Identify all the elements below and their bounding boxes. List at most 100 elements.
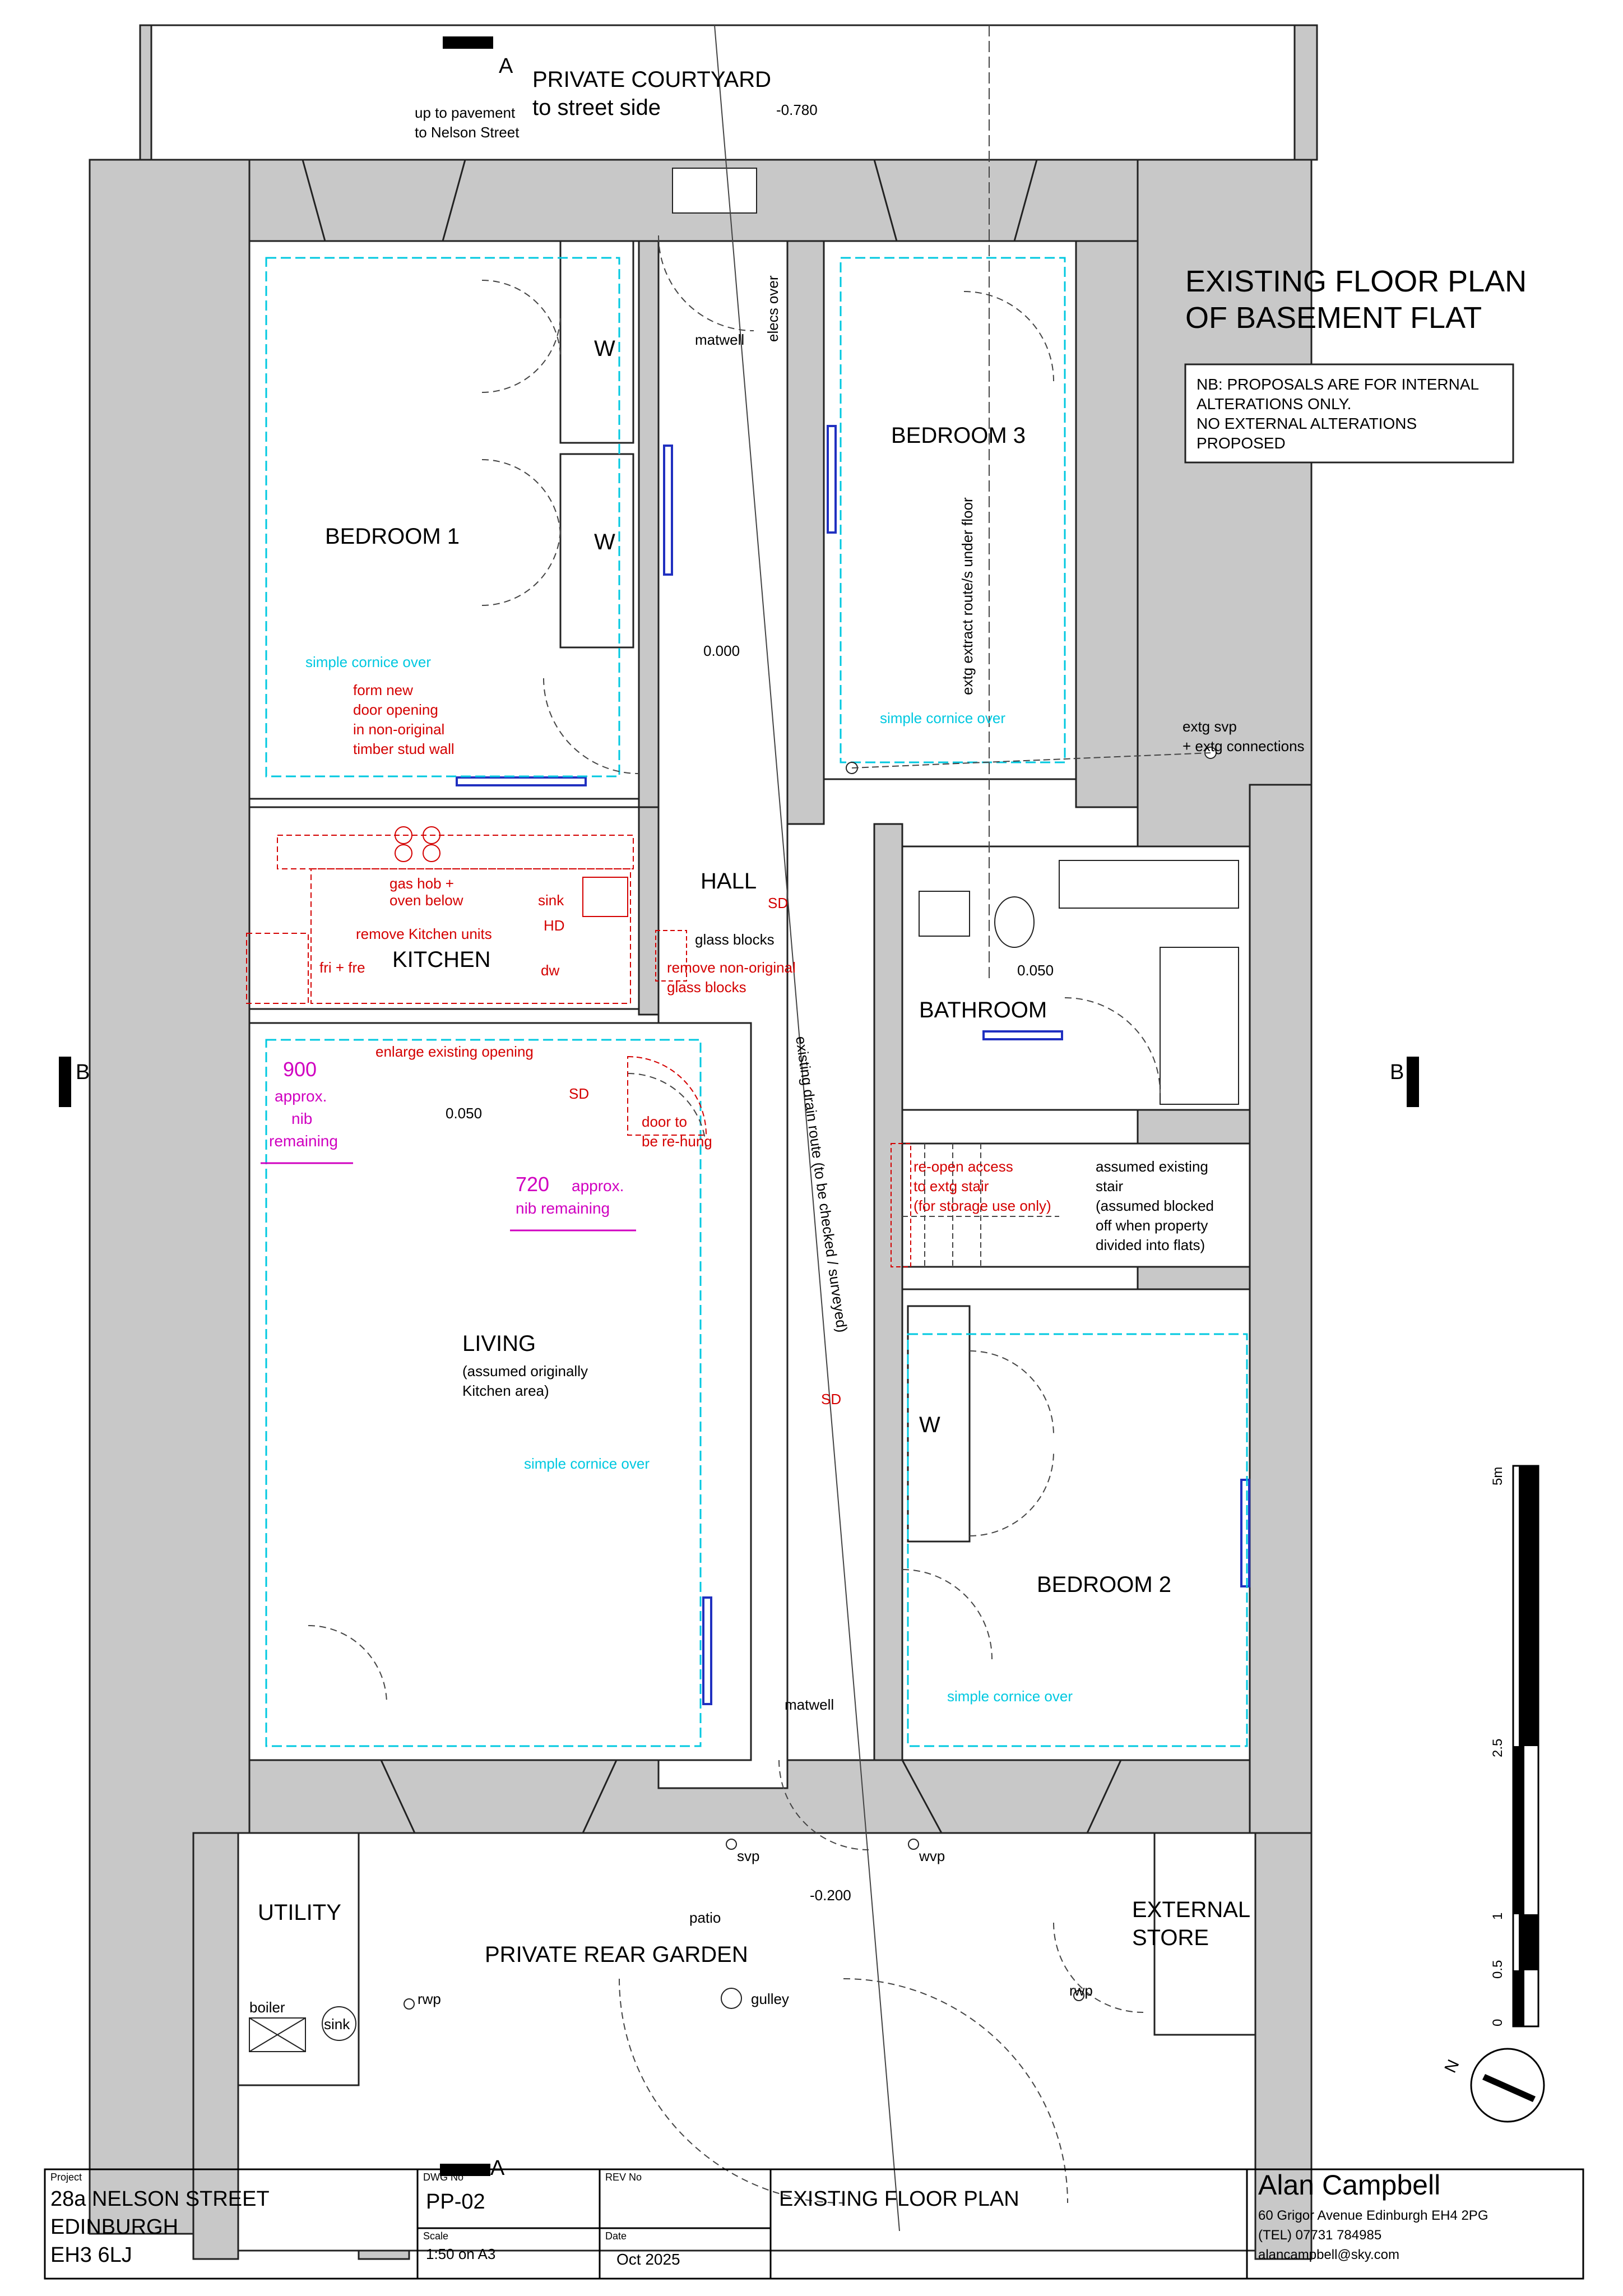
cornice-outlines — [265, 257, 1248, 1747]
stair-note-1: assumed existing — [1096, 1158, 1208, 1175]
red-note-dw: dw — [541, 962, 559, 979]
red-note-glass-2: glass blocks — [667, 979, 746, 996]
svp-note: svp — [737, 1848, 759, 1864]
north-label: N — [1441, 2057, 1463, 2076]
tb-dwg: PP-02 — [426, 2190, 485, 2214]
tb-tel: (TEL) 07731 784985 — [1258, 2228, 1381, 2243]
note-line-4: PROPOSED — [1197, 434, 1286, 452]
dim-720-a: approx. — [572, 1177, 624, 1195]
sink-note: sink — [324, 2016, 350, 2033]
section-marker-b-left: B — [76, 1061, 90, 1084]
north-arrow — [1470, 2048, 1545, 2123]
room-bedroom3: BEDROOM 3 — [891, 423, 1026, 448]
scale-tick-25: 2.5 — [1490, 1739, 1505, 1757]
patio-note: patio — [689, 1909, 721, 1926]
level-living: 0.050 — [446, 1105, 482, 1122]
red-note-glass-1: remove non-original — [667, 959, 796, 976]
glass-blocks-note: glass blocks — [695, 931, 775, 948]
pavement-note-1: up to pavement — [415, 104, 516, 121]
rwp-note: rwp — [1069, 1982, 1093, 1999]
tb-email: alancampbell@sky.com — [1258, 2247, 1399, 2262]
wardrobes — [559, 240, 971, 1543]
red-note-reopen-3: (for storage use only) — [913, 1197, 1051, 1214]
cornice-note: simple cornice over — [305, 654, 431, 670]
red-note-enlarge: enlarge existing opening — [375, 1043, 534, 1060]
wvp-note: wvp — [919, 1848, 945, 1864]
drain-route-line — [714, 25, 900, 2232]
level-bath: 0.050 — [1017, 962, 1054, 979]
level-hall: 0.000 — [703, 642, 740, 659]
stair-note-5: divided into flats) — [1096, 1237, 1205, 1253]
tb-author: Alan Campbell — [1258, 2169, 1440, 2201]
title-block — [44, 2168, 1584, 2280]
room-bedroom2: BEDROOM 2 — [1037, 1572, 1171, 1597]
room-garden: PRIVATE REAR GARDEN — [485, 1942, 748, 1967]
boiler-note: boiler — [249, 1999, 285, 2016]
tb-scale: 1:50 on A3 — [426, 2246, 495, 2262]
wardrobe-label: W — [919, 1413, 940, 1437]
courtyard-label-2: to street side — [532, 95, 661, 120]
red-note-reopen-1: re-open access — [913, 1158, 1013, 1175]
red-sd: SD — [768, 895, 788, 911]
dim-900: 900 — [283, 1058, 317, 1081]
tb-scale-label: Scale — [423, 2230, 448, 2242]
tb-title: EXISTING FLOOR PLAN — [779, 2187, 1019, 2211]
dim-720-b: nib remaining — [516, 1200, 610, 1217]
living-sub-2: Kitchen area) — [462, 1382, 549, 1399]
red-note-door-4: timber stud wall — [353, 740, 455, 757]
note-box — [1184, 363, 1514, 464]
rwp-note: rwp — [418, 1991, 441, 2007]
stair-note-4: off when property — [1096, 1217, 1208, 1234]
room-bedroom1: BEDROOM 1 — [325, 524, 460, 549]
radiators — [456, 425, 1250, 1705]
cornice-note: simple cornice over — [947, 1688, 1073, 1705]
note-line-3: NO EXTERNAL ALTERATIONS — [1197, 415, 1417, 432]
elecs-note: elecs over — [764, 275, 781, 342]
svp-connections-2: + extg connections — [1183, 738, 1305, 754]
drawing-title-2: OF BASEMENT FLAT — [1185, 301, 1482, 335]
tb-date-label: Date — [605, 2230, 627, 2242]
room-bathroom: BATHROOM — [919, 998, 1047, 1022]
red-note-remove-units: remove Kitchen units — [356, 925, 492, 942]
stair-note-3: (assumed blocked — [1096, 1197, 1214, 1214]
drawing-title-1: EXISTING FLOOR PLAN — [1185, 265, 1527, 298]
pavement-note-2: to Nelson Street — [415, 124, 520, 141]
red-note-hob-1: gas hob + — [389, 875, 454, 892]
wardrobe-label: W — [594, 530, 615, 554]
tb-date: Oct 2025 — [616, 2251, 680, 2268]
tb-project-2: EDINBURGH — [50, 2215, 178, 2239]
dim-900-sub-1: approx. — [275, 1087, 327, 1105]
level-courtyard: -0.780 — [776, 101, 818, 118]
room-utility: UTILITY — [258, 1900, 341, 1925]
drain-note: existing drain route (to be checked / su… — [792, 1035, 851, 1334]
tb-project-3: EH3 6LJ — [50, 2243, 132, 2267]
room-ext-store-1: EXTERNAL — [1132, 1897, 1250, 1922]
red-note-door-3: in non-original — [353, 721, 444, 738]
section-marker-a-bottom: A — [490, 2156, 505, 2180]
extract-note: extg extract route/s under floor — [959, 497, 976, 695]
tb-project-1: 28a NELSON STREET — [50, 2187, 270, 2211]
kitchen-units — [246, 835, 634, 1004]
bathroom-fittings — [919, 860, 1239, 1105]
room-hall: HALL — [701, 869, 757, 894]
scale-tick-1: 1 — [1490, 1913, 1505, 1920]
scale-bar — [1512, 1465, 1539, 2027]
section-marker-b-right: B — [1390, 1061, 1404, 1084]
courtyard-label-1: PRIVATE COURTYARD — [532, 67, 771, 92]
tb-address: 60 Grigor Avenue Edinburgh EH4 2PG — [1258, 2208, 1488, 2223]
red-note-rehung-2: be re-hung — [642, 1133, 712, 1150]
room-living: LIVING — [462, 1331, 536, 1356]
dim-720: 720 — [516, 1173, 549, 1196]
red-note-sink: sink — [538, 892, 564, 909]
note-line-2: ALTERATIONS ONLY. — [1197, 395, 1351, 413]
matwell-top: matwell — [695, 331, 744, 348]
gulley-note: gulley — [751, 1991, 789, 2007]
tb-rev-label: REV No — [605, 2172, 642, 2183]
level-patio: -0.200 — [810, 1887, 851, 1904]
tb-project-label: Project — [50, 2172, 82, 2183]
cornice-note: simple cornice over — [524, 1455, 650, 1472]
section-marker-a-top: A — [499, 54, 513, 78]
red-note-fri: fri + fre — [319, 959, 365, 976]
red-sd: SD — [821, 1391, 841, 1408]
